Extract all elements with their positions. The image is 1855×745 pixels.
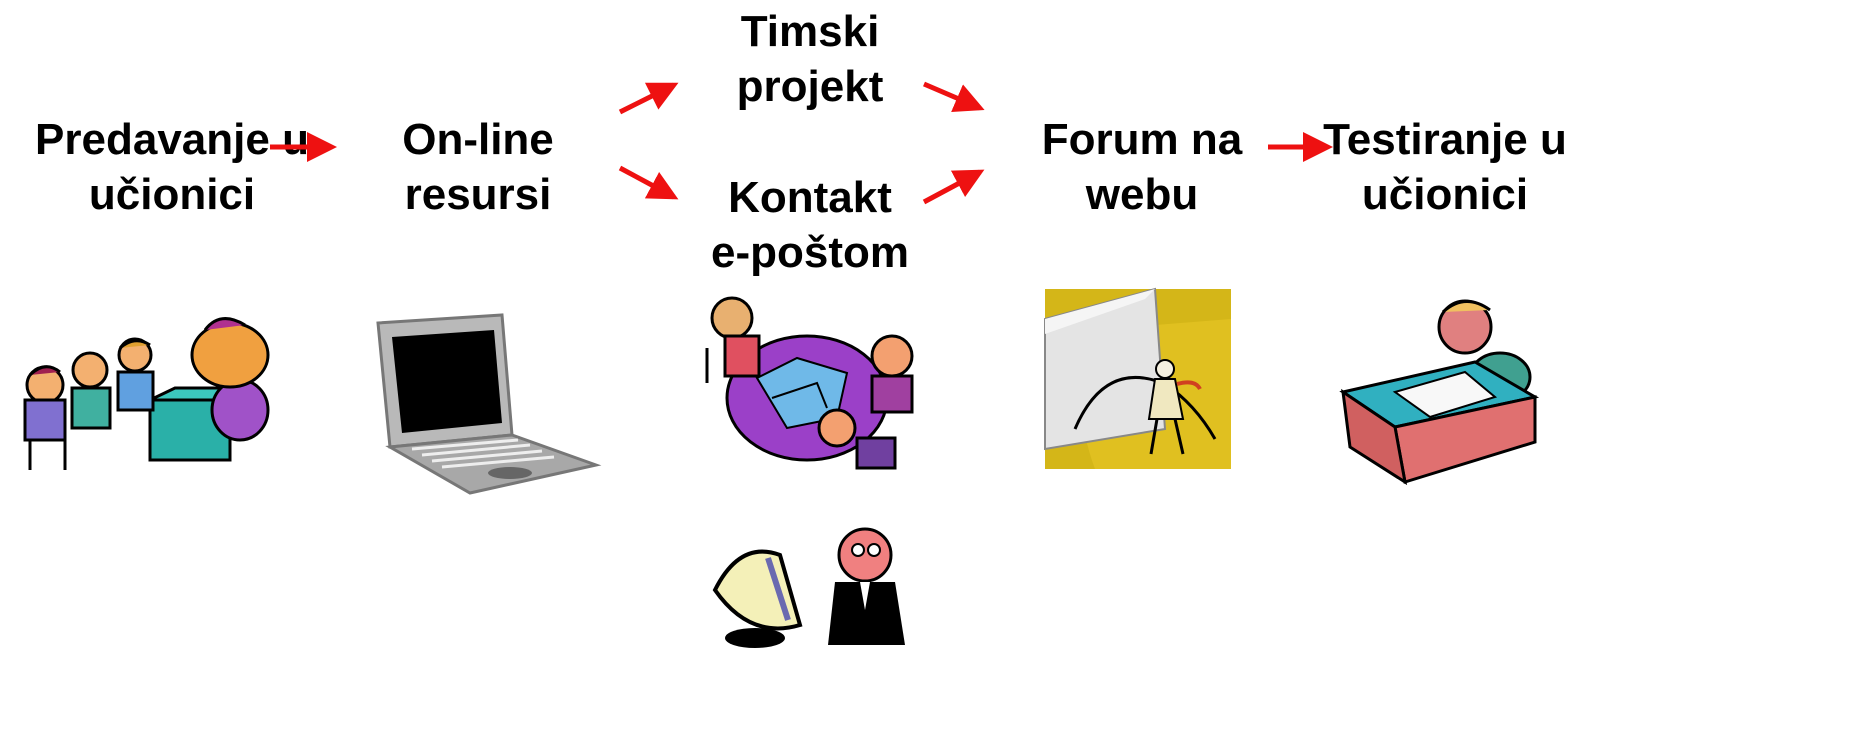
node-line: Kontakt [728, 173, 892, 222]
node-line: Forum na [1041, 115, 1243, 164]
team-meeting-illustration [705, 296, 914, 470]
node-line: e-poštom [711, 228, 909, 277]
arrow-kontakt-forum [922, 169, 985, 205]
node-predavanje: Predavanje u učionici [35, 112, 309, 222]
arrow-timski-forum [923, 81, 985, 112]
node-line: Testiranje u [1323, 115, 1567, 164]
arrow-online-kontakt [618, 165, 679, 200]
laptop-illustration [376, 313, 602, 495]
exam-desk-illustration [1339, 299, 1540, 486]
node-kontakt: Kontakt e-poštom [711, 170, 909, 280]
node-line: Timski [740, 7, 880, 56]
node-line: učionici [88, 170, 256, 219]
node-line: webu [1085, 170, 1199, 219]
arrow-online-timski [618, 82, 679, 115]
node-line: resursi [404, 170, 552, 219]
node-line: On-line [402, 115, 554, 164]
node-line: učionici [1361, 170, 1529, 219]
email-user-illustration [712, 527, 905, 648]
node-testiranje: Testiranje u učionici [1323, 112, 1567, 222]
node-timski: Timski projekt [737, 4, 884, 114]
web-forum-illustration [1044, 287, 1231, 469]
node-line: projekt [736, 62, 884, 111]
classroom-illustration [23, 317, 270, 470]
node-online: On-line resursi [402, 112, 554, 222]
node-line: Predavanje u [35, 115, 309, 164]
node-forum: Forum na webu [1042, 112, 1242, 222]
